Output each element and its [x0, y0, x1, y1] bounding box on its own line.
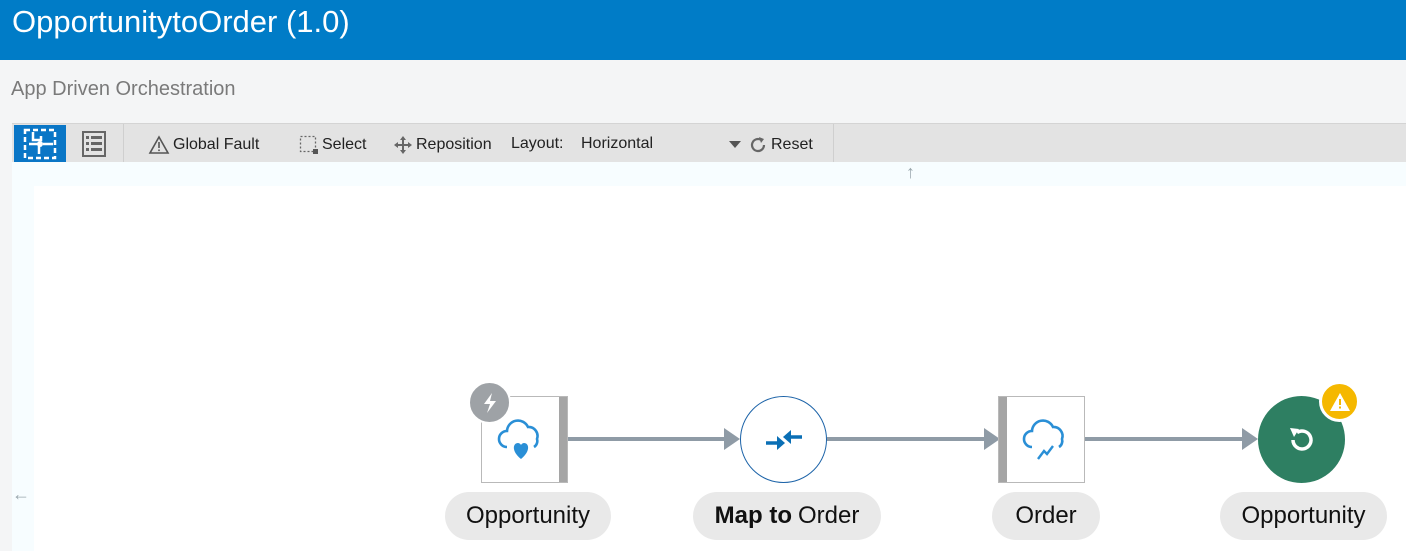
reset-button[interactable]: Reset — [748, 135, 813, 155]
integration-type-label: App Driven Orchestration — [11, 78, 236, 100]
cloud-lightning-icon — [1022, 418, 1064, 460]
scroll-left-arrow-icon[interactable]: ← — [12, 484, 30, 504]
page-title: OpportunitytoOrder (1.0) — [12, 4, 350, 39]
toolbar-divider — [123, 124, 124, 163]
invoke-node-order[interactable] — [998, 396, 1085, 483]
global-fault-label: Global Fault — [173, 136, 260, 153]
map-node[interactable] — [740, 396, 827, 483]
layout-select-value: Horizontal — [581, 135, 654, 152]
flow-connectors — [567, 428, 1258, 450]
canvas-area — [34, 186, 1406, 551]
warning-badge[interactable] — [1319, 381, 1360, 422]
connector-arrow — [567, 428, 740, 450]
node-label-text: Order — [797, 502, 860, 529]
toolbar-divider — [833, 124, 834, 163]
warning-triangle-icon — [148, 135, 170, 155]
global-fault-button[interactable]: Global Fault — [148, 135, 259, 155]
trigger-badge — [468, 381, 511, 424]
chevron-down-icon — [729, 141, 741, 148]
puzzle-icon — [23, 128, 57, 160]
select-box-icon — [299, 135, 319, 155]
node-side-bar — [999, 397, 1007, 482]
map-arrows-icon — [765, 429, 802, 450]
list-icon — [82, 131, 106, 157]
node-label-text: Order — [1015, 502, 1077, 529]
lightning-icon — [483, 392, 496, 413]
title-bar: OpportunitytoOrder (1.0) — [0, 0, 1406, 60]
orchestration-canvas[interactable]: ↑ ← Opportunity — [12, 162, 1406, 551]
warning-icon — [1329, 392, 1350, 411]
move-arrows-icon — [393, 135, 413, 155]
node-side-bar — [559, 397, 567, 482]
reposition-label: Reposition — [416, 136, 492, 153]
reset-label: Reset — [771, 136, 813, 153]
select-label: Select — [322, 136, 367, 153]
connector-arrow — [827, 428, 1000, 450]
return-icon — [1289, 427, 1313, 451]
node-label-opportunity-return: Opportunity — [1220, 492, 1387, 540]
node-label-text: Opportunity — [465, 502, 591, 529]
node-label-opportunity: Opportunity — [445, 492, 611, 540]
reposition-button[interactable]: Reposition — [393, 135, 492, 155]
node-label-order: Order — [992, 492, 1100, 540]
canvas-view-button[interactable] — [14, 125, 66, 163]
layout-label: Layout: — [511, 135, 564, 152]
list-view-button[interactable] — [68, 125, 120, 163]
canvas-toolbar: Global Fault Select Reposition Layout: H… — [12, 123, 1406, 163]
connector-arrow — [1085, 428, 1258, 450]
cloud-heart-icon — [497, 418, 539, 459]
node-label-text: Opportunity — [1241, 502, 1366, 529]
select-button[interactable]: Select — [299, 135, 366, 155]
layout-select[interactable]: Horizontal — [581, 135, 741, 155]
scroll-up-arrow-icon[interactable]: ↑ — [906, 162, 915, 182]
refresh-icon — [748, 135, 768, 155]
node-label-bold: Map to — [714, 502, 792, 529]
